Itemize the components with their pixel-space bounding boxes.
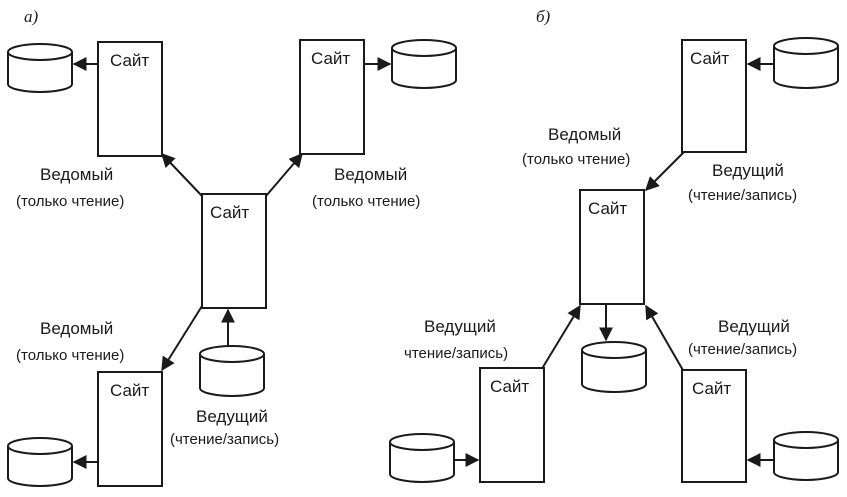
- site-center-a: Сайт: [201, 193, 267, 309]
- role-master-label: Ведущий: [718, 317, 790, 336]
- site-label: Сайт: [690, 49, 729, 68]
- role-master-mode: (чтение/запись): [170, 431, 279, 448]
- database-icon: [773, 431, 839, 481]
- site-bottom-left: Сайт: [97, 371, 163, 487]
- database-icon: [7, 43, 73, 93]
- site-top-b: Сайт: [681, 39, 747, 153]
- role-master-mode: чтение/запись): [404, 345, 508, 362]
- database-icon: [7, 437, 73, 487]
- role-master-mode: (чтение/запись): [688, 341, 797, 358]
- database-icon: [581, 341, 647, 393]
- database-icon: [773, 37, 839, 89]
- role-slave-mode: (только чтение): [522, 151, 630, 168]
- arrow: [645, 304, 685, 373]
- panel-label-b: б): [536, 7, 551, 26]
- arrow: [161, 305, 203, 372]
- role-slave-mode: (только чтение): [312, 193, 420, 210]
- role-slave-mode: (только чтение): [16, 347, 124, 364]
- arrow: [265, 152, 303, 197]
- role-slave-mode: (только чтение): [16, 193, 124, 210]
- role-master-label: Ведущий: [196, 407, 268, 426]
- site-label: Сайт: [588, 199, 627, 218]
- site-top-left: Сайт: [97, 41, 163, 157]
- database-icon: [391, 39, 457, 89]
- role-slave-label: Ведомый: [334, 165, 407, 184]
- site-label: Сайт: [110, 51, 149, 70]
- site-label: Сайт: [110, 381, 149, 400]
- panel-label-a: а): [24, 7, 39, 26]
- arrow: [161, 152, 203, 197]
- role-master-label: Ведущий: [712, 161, 784, 180]
- role-slave-label: Ведомый: [40, 319, 113, 338]
- arrow: [645, 151, 685, 191]
- site-center-b: Сайт: [579, 189, 645, 305]
- site-bottom-right-b: Сайт: [681, 369, 747, 483]
- arrow: [539, 304, 581, 373]
- role-master-label: Ведущий: [424, 317, 496, 336]
- role-slave-label: Ведомый: [548, 125, 621, 144]
- site-top-right: Сайт: [299, 39, 365, 155]
- site-label: Сайт: [692, 379, 731, 398]
- database-icon: [199, 345, 265, 397]
- site-label: Сайт: [210, 203, 249, 222]
- database-icon: [389, 433, 455, 483]
- site-label: Сайт: [311, 49, 350, 68]
- site-label: Сайт: [490, 377, 529, 396]
- site-bottom-left-b: Сайт: [479, 367, 545, 483]
- role-master-mode: (чтение/запись): [688, 187, 797, 204]
- role-slave-label: Ведомый: [40, 165, 113, 184]
